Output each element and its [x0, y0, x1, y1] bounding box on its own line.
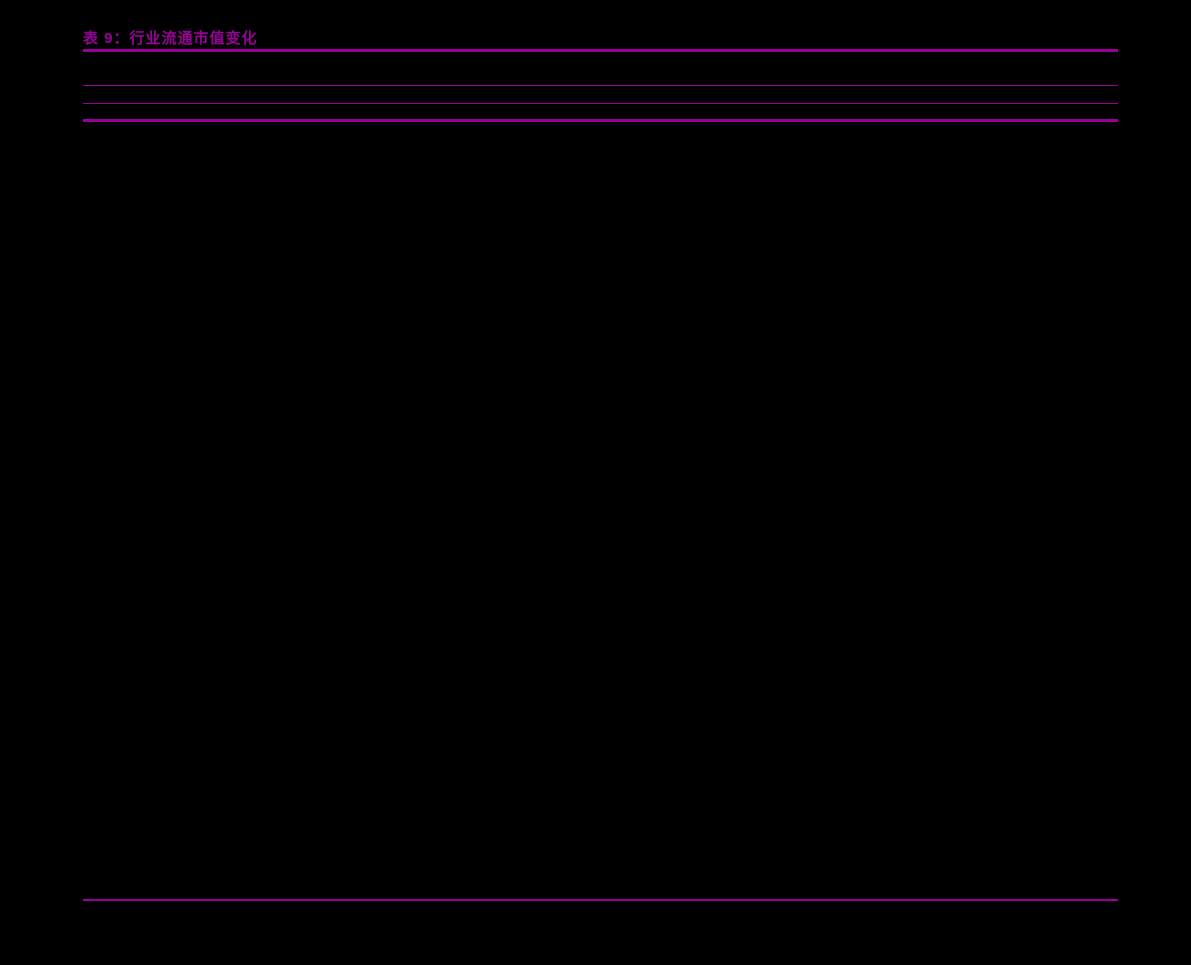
table-header-bottom-rule	[83, 119, 1118, 122]
table-body-empty-region	[83, 122, 1118, 899]
table-caption: 表 9：行业流通市值变化	[83, 30, 258, 47]
table-top-rule	[83, 49, 1118, 52]
table-header-rule-upper	[83, 85, 1118, 86]
table-bottom-rule	[83, 899, 1118, 901]
table-header-rule-lower	[83, 103, 1118, 104]
